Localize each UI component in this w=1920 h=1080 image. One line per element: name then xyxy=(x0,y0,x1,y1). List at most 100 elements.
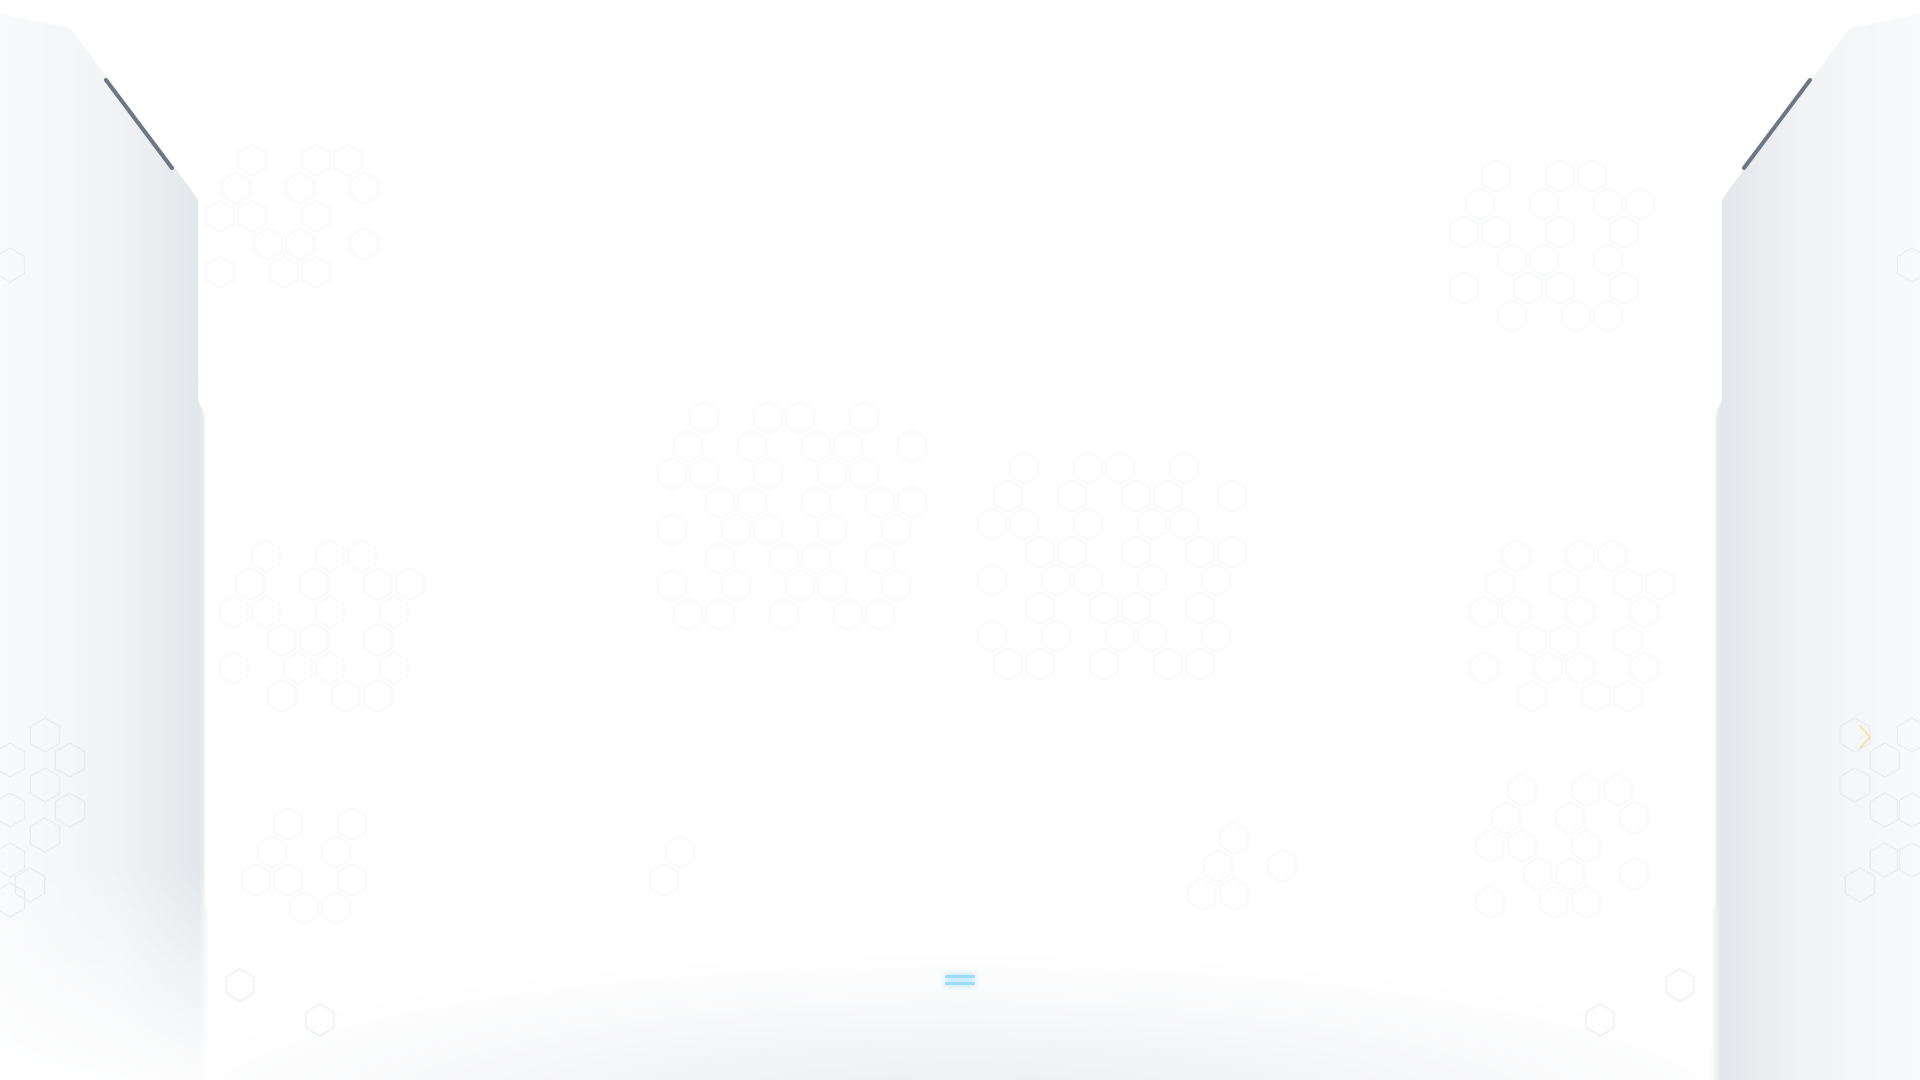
hexagon xyxy=(301,143,331,177)
hexagon xyxy=(689,401,719,435)
hexagon xyxy=(801,485,831,519)
hexagon xyxy=(1613,623,1643,657)
right-panel-accent xyxy=(1742,78,1812,170)
hexagon xyxy=(993,479,1023,513)
hexagon xyxy=(1593,187,1623,221)
hexagon xyxy=(721,513,751,547)
hexagon xyxy=(1105,451,1135,485)
left-frame-panel xyxy=(0,0,220,1080)
hexagon xyxy=(285,171,315,205)
hexagon xyxy=(0,882,26,918)
hexagon xyxy=(1449,271,1479,305)
hexagon xyxy=(1844,867,1876,903)
hexagon xyxy=(769,541,799,575)
chevron-right-icon[interactable] xyxy=(1852,722,1876,752)
hexagon xyxy=(1475,885,1505,919)
hexagon xyxy=(1565,595,1595,629)
hexagon xyxy=(241,863,271,897)
hexagon xyxy=(1491,801,1521,835)
hexagon xyxy=(1629,595,1659,629)
hexagon xyxy=(1497,299,1527,333)
hexagon xyxy=(273,807,303,841)
hexagon xyxy=(1219,877,1249,911)
hexagon xyxy=(1507,773,1537,807)
hexagon xyxy=(29,767,61,803)
hexagon xyxy=(299,567,329,601)
hexagon xyxy=(1619,801,1649,835)
hexagon xyxy=(1545,215,1575,249)
hexagon xyxy=(1593,243,1623,277)
hexagon xyxy=(1485,567,1515,601)
hexagon xyxy=(1057,479,1087,513)
hexagon xyxy=(1577,159,1607,193)
hexagon xyxy=(1089,647,1119,681)
hexagon xyxy=(321,835,351,869)
hexagon xyxy=(1481,215,1511,249)
hexagon xyxy=(865,485,895,519)
hexagon xyxy=(1571,829,1601,863)
hexagon xyxy=(1549,623,1579,657)
hexagon xyxy=(54,742,86,778)
hexagon xyxy=(1501,539,1531,573)
hexagon xyxy=(1137,563,1167,597)
hexagon xyxy=(1201,619,1231,653)
menu-lines-icon[interactable] xyxy=(945,975,975,985)
hexagon xyxy=(1613,567,1643,601)
hexagon xyxy=(1609,215,1639,249)
hexagon xyxy=(14,867,46,903)
hexagon xyxy=(1073,451,1103,485)
hexagon xyxy=(977,563,1007,597)
hexagon xyxy=(1645,567,1675,601)
hexagon xyxy=(301,255,331,289)
hexagon xyxy=(1513,271,1543,305)
hexagon xyxy=(1517,623,1547,657)
hexagon xyxy=(235,567,265,601)
hexagon xyxy=(1475,829,1505,863)
hexagon xyxy=(1025,535,1055,569)
hexagon xyxy=(1217,479,1247,513)
hexagon xyxy=(363,623,393,657)
hexagon xyxy=(1073,507,1103,541)
hexagon xyxy=(737,429,767,463)
hexagon xyxy=(347,539,377,573)
hexagon xyxy=(1185,647,1215,681)
hexagon xyxy=(237,143,267,177)
hexagon xyxy=(753,401,783,435)
hexagon xyxy=(817,569,847,603)
hexagon xyxy=(657,513,687,547)
right-frame-panel xyxy=(1700,0,1920,1080)
hexagon xyxy=(833,429,863,463)
hexagon xyxy=(1469,595,1499,629)
hexagon xyxy=(273,863,303,897)
hexagon xyxy=(1593,299,1623,333)
hexagon xyxy=(649,863,679,897)
hexagon xyxy=(881,513,911,547)
hexagon xyxy=(349,171,379,205)
hexagon xyxy=(673,429,703,463)
hexagon xyxy=(315,539,345,573)
indicator-bar-bottom xyxy=(945,982,975,985)
hexagon xyxy=(1089,591,1119,625)
hexagon xyxy=(1025,647,1055,681)
hexagon xyxy=(315,651,345,685)
hexagon xyxy=(737,485,767,519)
hexagon xyxy=(1603,773,1633,807)
hexagon xyxy=(817,513,847,547)
hexagon xyxy=(289,891,319,925)
hexagon xyxy=(705,597,735,631)
hexagon xyxy=(1137,507,1167,541)
hexagon xyxy=(1555,801,1585,835)
hexagon xyxy=(283,651,313,685)
hexagon xyxy=(1057,535,1087,569)
hexagon xyxy=(1619,857,1649,891)
hexagon xyxy=(1533,651,1563,685)
hexagon xyxy=(251,539,281,573)
hexagon xyxy=(0,842,26,878)
hexagon xyxy=(1597,539,1627,573)
hexagon xyxy=(977,619,1007,653)
hexagon xyxy=(1585,1003,1615,1037)
hexagon xyxy=(237,199,267,233)
hexagon xyxy=(1449,215,1479,249)
hexagon xyxy=(897,429,927,463)
hexagon xyxy=(1665,968,1695,1002)
